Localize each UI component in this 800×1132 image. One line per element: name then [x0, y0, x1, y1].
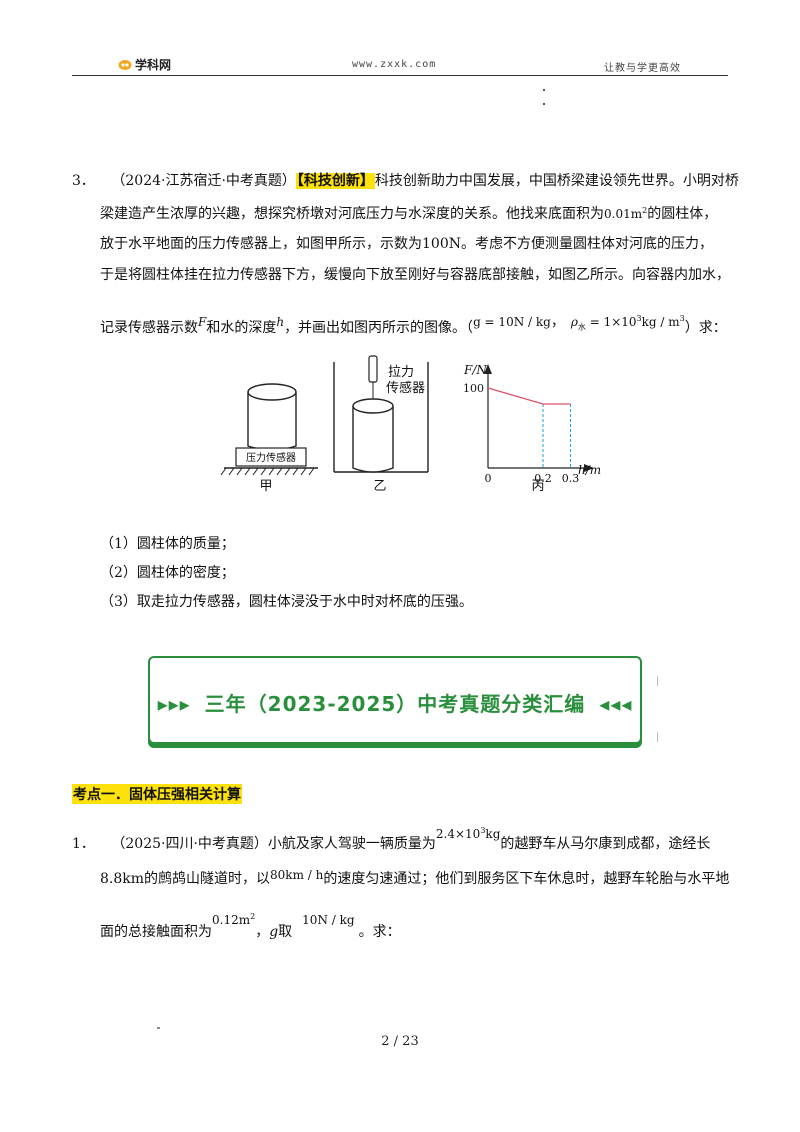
tension-sensor — [368, 355, 378, 383]
q1-contact: 0.12m2 — [212, 912, 256, 927]
area-exponent: 2 — [642, 206, 648, 215]
mass-exponent: 3 — [480, 826, 486, 835]
rho-expression: ρ水 = 1×103kg / m3 — [570, 314, 685, 332]
y-axis-label: F/N — [463, 363, 487, 377]
q3-source: （2024·江苏宿迁·中考真题） — [111, 173, 296, 189]
figure-label-yi: 乙 — [373, 479, 386, 494]
stray-mark — [543, 89, 545, 91]
contact-exponent: 2 — [250, 912, 256, 921]
area-value: 0.01m — [604, 207, 643, 221]
rho-value: = 1×10 — [589, 315, 637, 329]
q3-text: ， — [550, 314, 565, 330]
stray-mark — [157, 1027, 160, 1029]
x-tick-0: 0 — [485, 472, 492, 485]
q1-text: 。求： — [358, 924, 401, 940]
cylinder-yi — [352, 406, 394, 473]
banner-right-arrows: ◂◂◂ — [599, 692, 633, 716]
mass-value: 2.4×10 — [435, 827, 481, 841]
x-axis-arrow — [584, 464, 594, 472]
q3-text: 记录传感器示数 — [100, 320, 198, 336]
site-slogan: 让教与学更高效 — [604, 63, 681, 74]
q1-number: 1． — [72, 836, 95, 852]
q3-line-2: 梁建造产生浓厚的兴趣，想探究桥墩对河底压力与水深度的关系。他找来底面积为0.01… — [100, 200, 717, 225]
q3-number: 3． — [72, 173, 95, 189]
var-h: h — [276, 315, 285, 329]
site-logo[interactable]: 学科网 — [118, 56, 171, 73]
stray-mark — [657, 676, 658, 686]
series-line — [487, 387, 571, 405]
x-tick-0.3: 0.3 — [562, 472, 580, 485]
q1-text: ， — [255, 924, 270, 940]
stray-mark — [543, 103, 545, 105]
q3-text: ）求： — [684, 320, 727, 336]
q3-line-3: 放于水平地面的压力传感器上，如图甲所示，示数为100N。考虑不方便测量圆柱体对河… — [100, 236, 713, 252]
page-number: 2 / 23 — [381, 1034, 419, 1049]
q3-tag: 【科技创新】 — [295, 173, 375, 189]
header-divider — [72, 75, 728, 76]
q1-line-2: 8.8km的鹧鸪山隧道时，以80km / h的速度匀速通过；他们到服务区下车休息… — [100, 868, 729, 890]
q3-text: 的圆柱体， — [647, 206, 718, 222]
logo-text: 学科网 — [135, 58, 172, 72]
q3-sub-2: （2）圆柱体的密度； — [100, 565, 235, 581]
q3-text: 梁建造产生浓厚的兴趣，想探究桥墩对河底压力与水深度的关系。他找来底面积为 — [100, 206, 604, 222]
g-expression: g = 10N / kg — [473, 315, 551, 329]
banner-title: 三年（2023-2025）中考真题分类汇编 — [204, 692, 586, 716]
q1-text: 面的总接触面积为 — [100, 924, 212, 940]
g-variable: g — [269, 924, 279, 940]
cylinder-jia-top — [247, 383, 297, 401]
q3-text: 和水的深度 — [206, 320, 277, 336]
q1-mass: 2.4×103kg — [435, 826, 501, 841]
tension-sensor-label-1: 拉力 — [388, 365, 414, 380]
q3-text: 科技创新助力中国发展，中国桥梁建设领先世界。小明对桥 — [374, 173, 739, 189]
q3-text: ，并画出如图丙所示的图像。（ — [284, 320, 474, 336]
banner-left-arrows: ▸▸▸ — [157, 692, 191, 716]
var-f: F — [198, 315, 207, 329]
pressure-sensor-label: 压力传感器 — [246, 451, 296, 464]
q3-figure: 压力传感器 甲 拉力 传感器 乙 F/N h/m 100 0 0.2 0.3 丙 — [220, 355, 601, 494]
q1-source: （2025·四川·中考真题） — [111, 836, 268, 852]
section-title: 考点一．固体压强相关计算 — [72, 784, 242, 804]
contact-value: 0.12m — [212, 913, 251, 927]
cylinder-jia — [247, 392, 297, 451]
g-value: 10N / kg — [302, 913, 355, 927]
section-banner: ▸▸▸ 三年（2023-2025）中考真题分类汇编 ◂◂◂ — [148, 656, 642, 744]
q3-area: 0.01m2 — [604, 206, 648, 221]
x-axis-label: h/m — [578, 463, 601, 477]
q1-speed: 80km / h — [270, 868, 324, 882]
figure-bing-chart: F/N h/m 100 0 0.2 0.3 丙 — [463, 363, 601, 494]
q3-sub-3: （3）取走拉力传感器，圆柱体浸没于水中时对杯底的压强。 — [100, 594, 473, 610]
x-tick-0.2: 0.2 — [534, 472, 552, 485]
rho-symbol: ρ — [570, 315, 578, 329]
y-axis-arrow — [484, 364, 492, 374]
ground-hatch — [220, 467, 315, 476]
logo-icon — [118, 59, 132, 70]
mass-unit: kg — [485, 827, 501, 841]
q3-line-5: 记录传感器示数F和水的深度h，并画出如图丙所示的图像。（g = 10N / kg… — [100, 314, 727, 344]
figure-jia: 压力传感器 甲 — [220, 383, 318, 494]
pressure-sensor-box — [235, 447, 307, 467]
figure-label-bing: 丙 — [531, 479, 544, 494]
q1-text: 的速度匀速通过；他们到服务区下车休息时，越野车轮胎与水平地 — [323, 871, 730, 887]
stray-mark — [657, 732, 658, 742]
rho-subscript: 水 — [577, 322, 586, 332]
q1-text: 取 — [278, 924, 293, 940]
figure-label-jia: 甲 — [259, 479, 272, 494]
y-tick-100: 100 — [463, 382, 484, 395]
rho-unit-exponent: 3 — [679, 314, 685, 323]
banner-text: ▸▸▸ 三年（2023-2025）中考真题分类汇编 ◂◂◂ — [150, 688, 640, 717]
q3-line-4: 于是将圆柱体挂在拉力传感器下方，缓慢向下放至刚好与容器底部接触，如图乙所示。向容… — [100, 267, 730, 283]
q3-line-1: 3． （2024·江苏宿迁·中考真题）【科技创新】科技创新助力中国发展，中国桥梁… — [72, 170, 739, 192]
q1-text: 的越野车从马尔康到成都，途经长 — [500, 836, 711, 852]
q1-line-1: 1． （2025·四川·中考真题）小航及家人驾驶一辆质量为2.4×103kg的越… — [72, 826, 711, 855]
q3-sub-1: （1）圆柱体的质量； — [100, 536, 235, 552]
figure-yi: 拉力 传感器 乙 — [333, 355, 429, 494]
cylinder-yi-top — [352, 398, 394, 414]
rho-exponent: 3 — [636, 314, 642, 323]
site-url[interactable]: www.zxxk.com — [352, 59, 437, 70]
q1-text: 小航及家人驾驶一辆质量为 — [267, 836, 436, 852]
q1-line-3: 面的总接触面积为0.12m2，g取10N / kg。求： — [100, 912, 401, 943]
q1-text: 8.8km的鹧鸪山隧道时，以 — [100, 871, 271, 887]
rho-unit: kg / m — [641, 315, 680, 329]
tension-sensor-label-2: 传感器 — [386, 380, 425, 396]
